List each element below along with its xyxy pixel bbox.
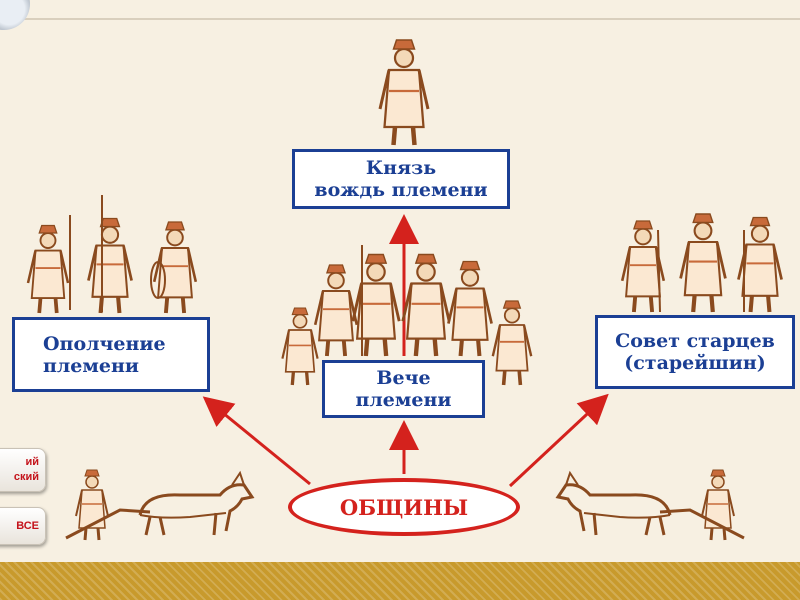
veche-box-line2: племени (355, 389, 452, 411)
side-nav-button-all-label: ВСЕ (16, 520, 39, 532)
side-nav-button-1-line2: ский (13, 471, 39, 483)
warrior-figures-icon (26, 195, 198, 313)
arrow-to-council (508, 393, 609, 488)
assembly-crowd-icon (280, 245, 534, 387)
ploughman-with-horse-left-icon (65, 468, 254, 542)
veche-box-line1: Вече (376, 367, 431, 389)
ploughman-with-horse-right-icon (556, 468, 745, 542)
council-box-line2: (старейшин) (624, 352, 766, 374)
side-nav-button-all[interactable]: ВСЕ (0, 507, 46, 545)
communities-ellipse: ОБЩИНЫ (288, 478, 520, 536)
communities-label: ОБЩИНЫ (339, 494, 469, 520)
militia-box: Ополчение племени (12, 317, 210, 392)
elder-figures-icon (620, 214, 781, 312)
top-border (20, 0, 800, 20)
bottom-decorative-strip (0, 562, 800, 600)
arrow-to-militia (202, 396, 311, 486)
militia-box-line1: Ополчение (43, 332, 166, 355)
side-nav-button-1-line1: ий (25, 456, 39, 468)
prince-box: Князь вождь племени (292, 149, 510, 209)
council-box: Совет старцев (старейшин) (595, 315, 795, 389)
veche-box: Вече племени (322, 360, 485, 418)
prince-box-line2: вождь племени (314, 179, 488, 201)
side-nav-button-1[interactable]: ий ский (0, 448, 46, 492)
prince-figure-icon (380, 40, 428, 145)
council-box-line1: Совет старцев (615, 330, 775, 352)
militia-box-line2: племени (43, 354, 139, 377)
prince-box-line1: Князь (365, 157, 437, 179)
